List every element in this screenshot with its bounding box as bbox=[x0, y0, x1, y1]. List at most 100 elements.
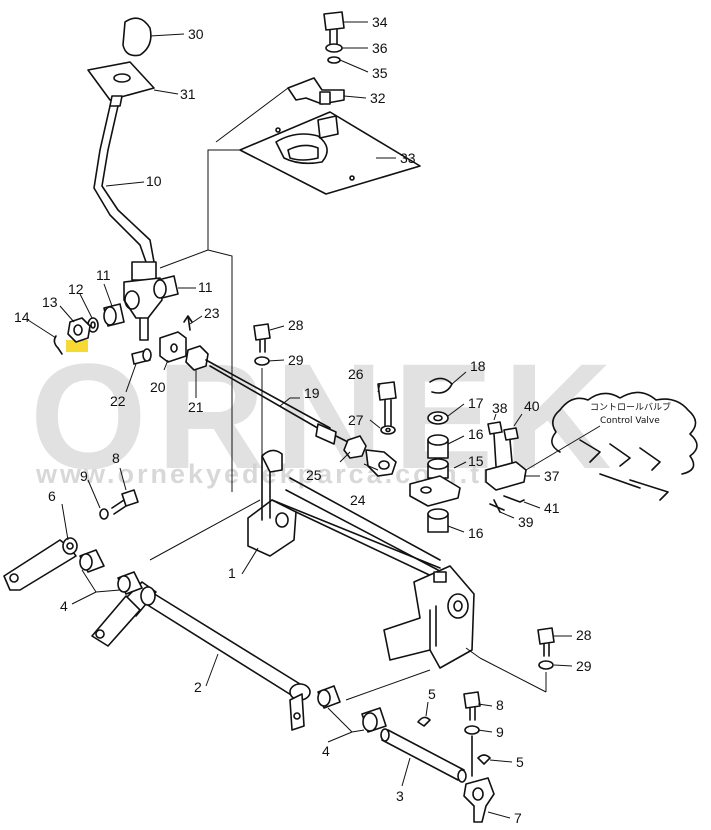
key-5-upper bbox=[417, 716, 431, 727]
callout-31: 31 bbox=[180, 86, 196, 102]
bolt-8-right bbox=[463, 691, 481, 709]
callout-14: 14 bbox=[14, 309, 30, 325]
washer-17 bbox=[427, 411, 449, 425]
block-20 bbox=[159, 331, 187, 363]
nut-13 bbox=[67, 317, 91, 343]
callout-36: 36 bbox=[372, 40, 388, 56]
callout-27: 27 bbox=[348, 412, 364, 428]
clevis-37 bbox=[485, 461, 527, 491]
pin-41 bbox=[503, 495, 525, 503]
arm-6 bbox=[3, 539, 77, 591]
control-valve-outline: コントロールバルブ Control Valve bbox=[525, 391, 698, 501]
washer-29-lower bbox=[538, 660, 554, 670]
lever-assembly bbox=[87, 17, 163, 341]
callout-32: 32 bbox=[370, 90, 386, 106]
callout-39: 39 bbox=[518, 514, 534, 530]
callout-9-lower: 9 bbox=[496, 724, 504, 740]
callout-21: 21 bbox=[188, 399, 204, 415]
bolt-40 bbox=[503, 427, 519, 441]
shaft-3 bbox=[381, 729, 465, 781]
callout-19: 19 bbox=[304, 385, 320, 401]
bolt-34 bbox=[323, 11, 345, 31]
bolt-26-head bbox=[377, 381, 397, 401]
callout-11-left: 11 bbox=[96, 267, 111, 283]
watermark-accent bbox=[66, 340, 88, 352]
washer-36 bbox=[325, 43, 343, 53]
plate-33 bbox=[239, 111, 421, 195]
bolt-8-left bbox=[121, 489, 139, 507]
knob-part bbox=[122, 17, 152, 57]
callout-2: 2 bbox=[194, 679, 202, 695]
nut-21 bbox=[185, 345, 209, 371]
joint-set bbox=[131, 315, 209, 371]
callout-28-lower: 28 bbox=[576, 627, 592, 643]
callout-37: 37 bbox=[544, 468, 560, 484]
callout-20: 20 bbox=[150, 379, 166, 395]
callout-33: 33 bbox=[400, 150, 416, 166]
frame-left-bracket bbox=[247, 499, 297, 557]
callout-17: 17 bbox=[468, 395, 484, 411]
callout-labels: 30 31 10 11 11 12 13 14 23 20 21 22 34 3… bbox=[14, 14, 592, 826]
washer-9-right bbox=[464, 725, 480, 735]
callout-23: 23 bbox=[204, 305, 220, 321]
callout-5-lower: 5 bbox=[516, 754, 524, 770]
callout-10: 10 bbox=[146, 173, 162, 189]
lever-rod bbox=[93, 105, 147, 263]
frame-right-bracket bbox=[383, 565, 475, 669]
washer-9-left bbox=[99, 508, 109, 520]
callout-16-lower: 16 bbox=[468, 525, 484, 541]
callout-25: 25 bbox=[306, 467, 322, 483]
callout-15: 15 bbox=[468, 453, 484, 469]
callout-35: 35 bbox=[372, 65, 388, 81]
boot-hole bbox=[113, 73, 131, 83]
callout-24: 24 bbox=[350, 492, 366, 508]
washer-27 bbox=[380, 425, 396, 435]
valve-linkage bbox=[485, 421, 527, 513]
callout-22: 22 bbox=[110, 393, 126, 409]
callout-13: 13 bbox=[42, 294, 58, 310]
valve-label-japanese: コントロールバルブ bbox=[590, 401, 671, 413]
control-rod-19 bbox=[205, 359, 349, 445]
nut-washer-set bbox=[53, 317, 99, 355]
bushing-11 bbox=[103, 275, 179, 327]
callout-16-upper: 16 bbox=[468, 426, 484, 442]
callout-29-upper: 29 bbox=[288, 352, 304, 368]
callout-7: 7 bbox=[514, 810, 522, 826]
shaft-3-set bbox=[380, 691, 495, 823]
washer-29-upper bbox=[254, 356, 270, 366]
callout-28-upper: 28 bbox=[288, 317, 304, 333]
callout-26: 26 bbox=[348, 366, 364, 382]
callout-11-right: 11 bbox=[198, 279, 213, 295]
leader-lines bbox=[27, 21, 573, 819]
shaft-2-set bbox=[91, 581, 311, 731]
bracket-32 bbox=[287, 77, 345, 105]
valve-label-english: Control Valve bbox=[600, 416, 660, 426]
pin-23 bbox=[183, 315, 193, 331]
callout-8-lower: 8 bbox=[496, 697, 504, 713]
bolt-28-lower bbox=[465, 627, 555, 693]
callout-29-lower: 29 bbox=[576, 658, 592, 674]
callout-34: 34 bbox=[372, 14, 388, 30]
callout-38: 38 bbox=[492, 400, 508, 416]
cover-plate-set bbox=[159, 11, 421, 492]
right-upper-parts bbox=[409, 377, 461, 533]
bushing-4-set bbox=[79, 499, 431, 733]
callout-1: 1 bbox=[228, 565, 236, 581]
callout-8-upper: 8 bbox=[112, 450, 120, 466]
washer-35 bbox=[327, 56, 341, 64]
callout-3: 3 bbox=[396, 788, 404, 804]
callout-18: 18 bbox=[470, 358, 486, 374]
key-5-lower bbox=[477, 754, 491, 765]
callout-6: 6 bbox=[48, 488, 56, 504]
watermark: ORNEK www.ornekyedekparca.com.tr bbox=[30, 332, 612, 500]
bolt-38 bbox=[487, 421, 503, 435]
arm-6-set bbox=[3, 489, 139, 591]
rod-end-set bbox=[343, 435, 397, 477]
callout-9-upper: 9 bbox=[80, 468, 88, 484]
callout-5-upper: 5 bbox=[428, 686, 436, 702]
pin-39 bbox=[489, 499, 505, 513]
callout-4-left: 4 bbox=[60, 598, 68, 614]
callout-12: 12 bbox=[68, 281, 84, 297]
callout-40: 40 bbox=[524, 398, 540, 414]
